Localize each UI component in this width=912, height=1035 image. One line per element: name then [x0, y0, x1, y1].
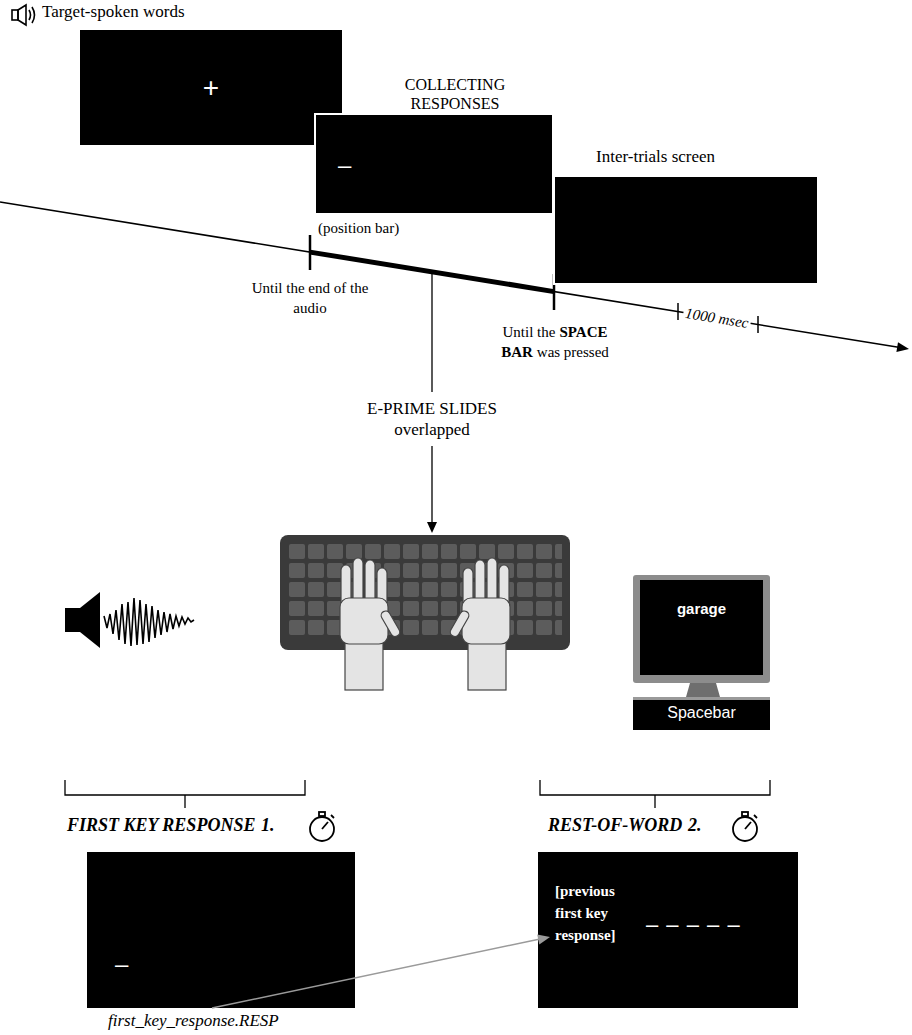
text-frame: E-PRIME SLIDES overlapped	[347, 398, 517, 440]
key-label: Spacebar	[667, 704, 736, 721]
screen-box: Target-spoken words+	[80, 30, 342, 145]
screen-text: [previous first key response]	[555, 883, 616, 943]
text-frame: –	[338, 151, 351, 179]
phase-label: Until the	[503, 324, 556, 340]
step-number: 2.	[688, 815, 702, 835]
screen-heading: Target-spoken words	[42, 2, 185, 21]
letter-slots: – – – – –	[646, 912, 741, 937]
text-frame: 1.	[261, 815, 275, 836]
monitor	[633, 575, 770, 730]
position-bar: –	[115, 950, 128, 977]
screen-box: Inter-trials screen	[555, 177, 817, 283]
speaker-waveform	[65, 592, 194, 648]
screen-heading: Inter-trials screen	[596, 147, 715, 166]
note-label: E-PRIME SLIDES overlapped	[367, 399, 497, 439]
screen-word: garage	[677, 600, 726, 617]
text-frame: garage	[640, 600, 763, 618]
bracket	[65, 780, 770, 808]
text-frame: Inter-trials screen	[596, 147, 715, 167]
phase-label: (position bar)	[318, 220, 399, 236]
screen-box: COLLECTING RESPONSES–	[316, 115, 552, 213]
position-bar: –	[338, 151, 351, 178]
text-frame: COLLECTING RESPONSES	[390, 75, 520, 113]
text-frame: –	[115, 950, 128, 978]
step-label: REST-OF-WORD	[548, 815, 682, 835]
stopwatch-icon	[310, 812, 757, 841]
text-frame: Spacebar	[633, 704, 770, 722]
text-frame: FIRST KEY RESPONSE	[67, 815, 255, 836]
speaker-icon	[12, 5, 35, 25]
variable-label: first_key_response.RESP	[108, 1011, 279, 1030]
text-frame: (position bar)	[318, 219, 399, 237]
text-frame: first_key_response.RESP	[108, 1011, 279, 1031]
step-label: FIRST KEY RESPONSE	[67, 815, 255, 835]
screen-box: [previous first key response] – – – – –	[538, 852, 798, 1008]
step-number: 1.	[261, 815, 275, 835]
screen-heading: COLLECTING RESPONSES	[405, 76, 505, 112]
text-frame: REST-OF-WORD	[548, 815, 682, 836]
text-frame: Target-spoken words	[42, 2, 185, 22]
phase-label: was pressed	[537, 344, 609, 360]
phase-label: Until the end of the audio	[252, 280, 369, 316]
duration-label: 1000 msec	[684, 305, 749, 331]
screen-box: –	[87, 852, 355, 1008]
text-frame: 1000 msec	[682, 304, 752, 333]
text-frame: 2.	[688, 815, 702, 836]
text-frame: [previous first key response]	[555, 880, 637, 946]
text-frame: +	[80, 30, 342, 145]
text-frame: – – – – –	[646, 912, 741, 938]
text-frame: Until the end of the audio	[245, 278, 375, 318]
fixation-cross: +	[203, 72, 219, 104]
keyboard-hands	[280, 535, 570, 690]
label-group: Until the SPACE BAR was pressed	[490, 322, 620, 362]
